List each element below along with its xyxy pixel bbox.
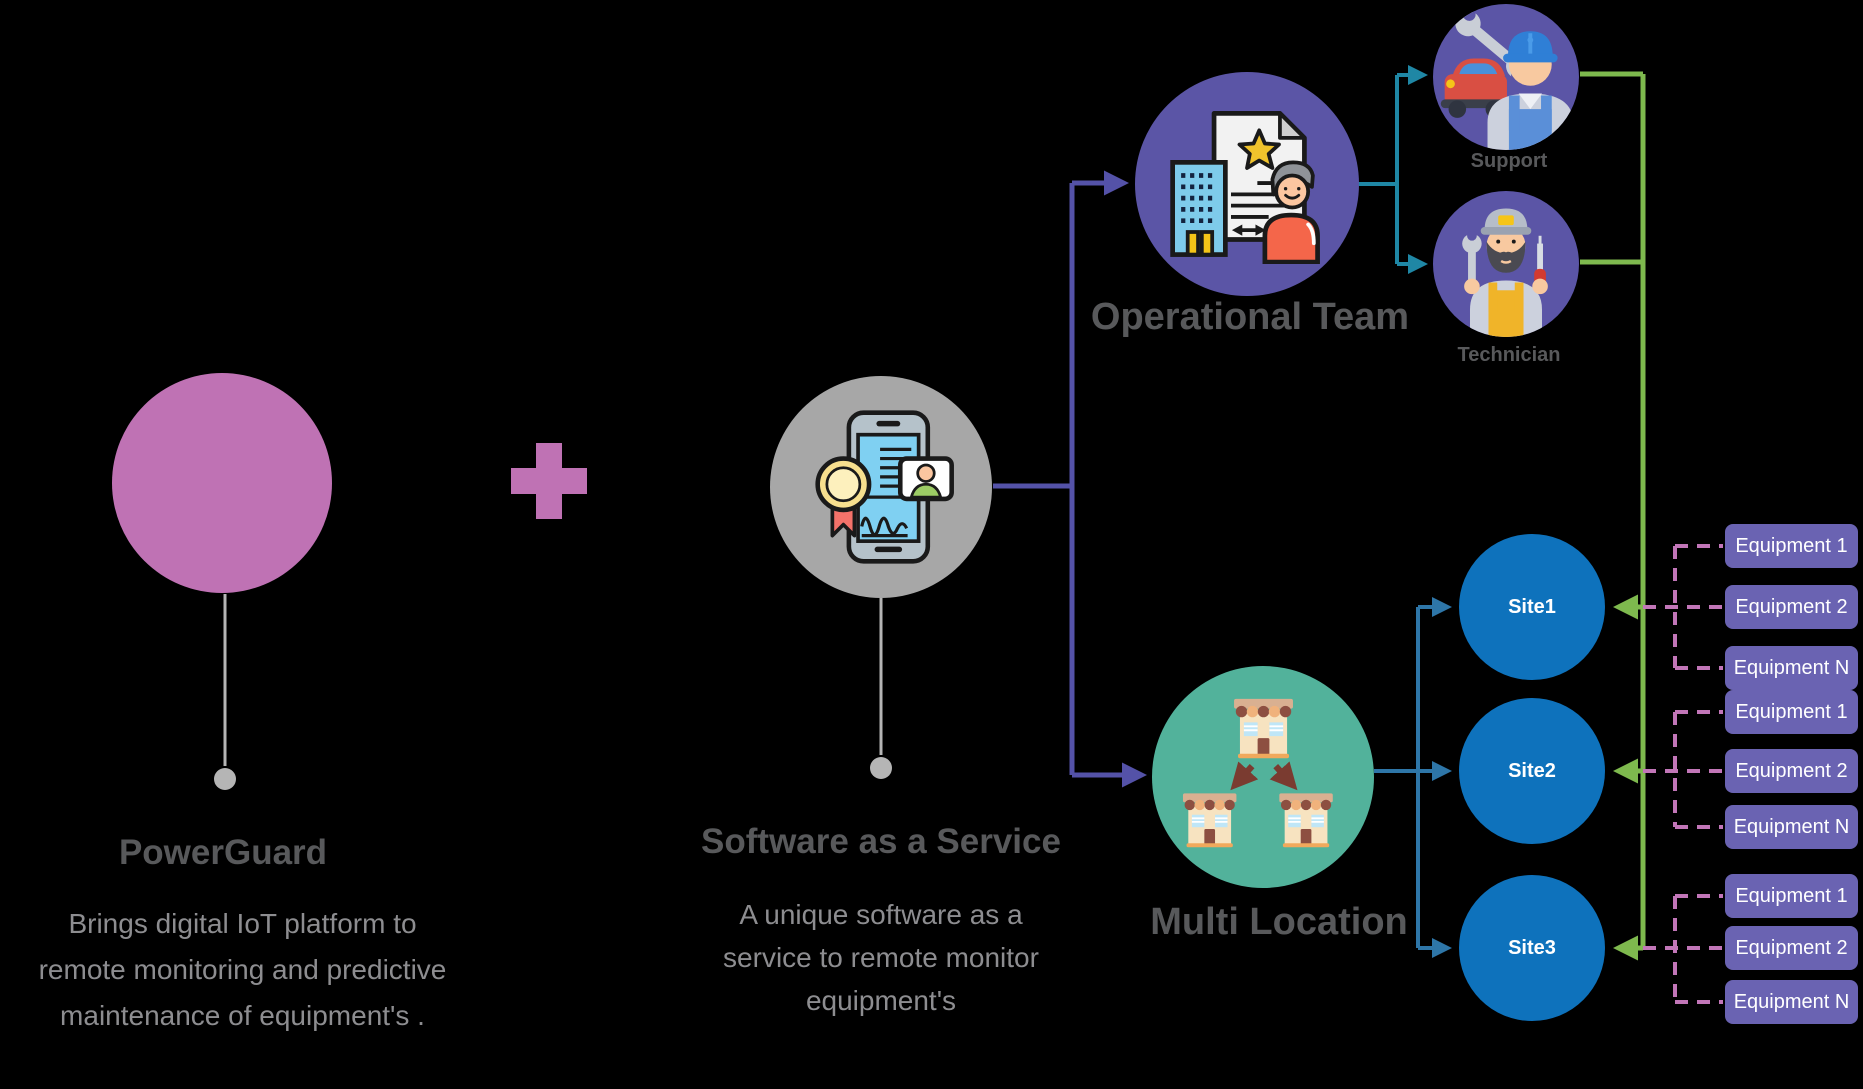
equipment-box: Equipment 1 xyxy=(1725,690,1858,734)
equipment-box: Equipment N xyxy=(1725,646,1858,690)
multi-location-circle xyxy=(1152,666,1374,888)
site-node-1: Site1 xyxy=(1459,534,1605,680)
support-label: Support xyxy=(1470,150,1548,172)
equipment-label: Equipment 1 xyxy=(1735,700,1848,723)
technician-label: Technician xyxy=(1457,344,1561,366)
equipment-label: Equipment 1 xyxy=(1735,884,1848,907)
operational-team-label: Operational Team xyxy=(1090,296,1410,338)
equipment-box: Equipment N xyxy=(1725,805,1858,849)
equipment-box: Equipment 1 xyxy=(1725,524,1858,568)
saas-phone-certificate-icon xyxy=(815,410,954,564)
equipment-label: Equipment 2 xyxy=(1735,595,1848,618)
support-icon xyxy=(1440,8,1574,150)
equipment-box: Equipment N xyxy=(1725,980,1858,1024)
support-circle xyxy=(1433,4,1579,150)
site-label: Site3 xyxy=(1508,936,1556,959)
technician-circle xyxy=(1433,191,1579,337)
equipment-box: Equipment 1 xyxy=(1725,874,1858,918)
operational-team-icon xyxy=(1170,111,1320,264)
operational-team-circle xyxy=(1135,72,1359,296)
site-node-3: Site3 xyxy=(1459,875,1605,1021)
technician-icon xyxy=(1462,208,1548,337)
site-node-2: Site2 xyxy=(1459,698,1605,844)
plus-horizontal-bar xyxy=(511,468,587,494)
site-label: Site2 xyxy=(1508,759,1556,782)
site-label: Site1 xyxy=(1508,595,1556,618)
equipment-label: Equipment N xyxy=(1733,990,1850,1013)
equipment-label: Equipment 2 xyxy=(1735,936,1848,959)
multi-location-icon xyxy=(1182,697,1334,849)
equipment-label: Equipment 2 xyxy=(1735,759,1848,782)
saas-title: Software as a Service xyxy=(701,822,1061,861)
equipment-label: Equipment N xyxy=(1733,656,1850,679)
saas-circle xyxy=(770,376,992,598)
equipment-box: Equipment 2 xyxy=(1725,585,1858,629)
powerguard-title: PowerGuard xyxy=(118,833,328,872)
powerguard-circle xyxy=(112,373,332,593)
equipment-label: Equipment 1 xyxy=(1735,534,1848,557)
equipment-label: Equipment N xyxy=(1733,815,1850,838)
saas-description: A unique software as a service to remote… xyxy=(723,899,1039,1016)
powerguard-description: Brings digital IoT platform to remote mo… xyxy=(38,908,447,1031)
equipment-box: Equipment 2 xyxy=(1725,926,1858,970)
plus-icon xyxy=(509,441,589,521)
equipment-box: Equipment 2 xyxy=(1725,749,1858,793)
multi-location-label: Multi Location xyxy=(1150,901,1408,943)
